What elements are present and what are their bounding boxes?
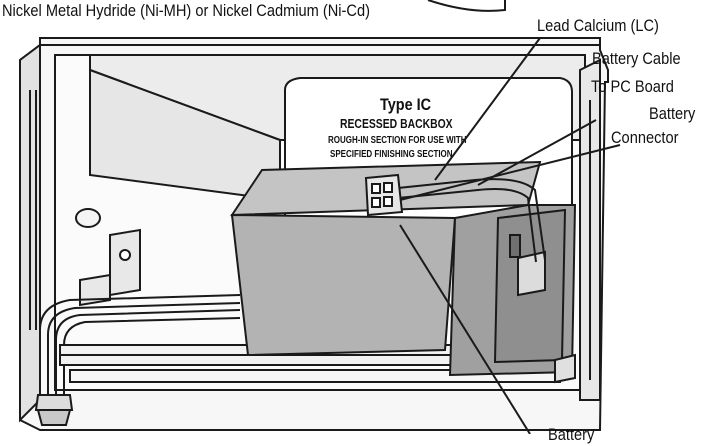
callout-battery-word: Battery — [649, 104, 696, 123]
cable-end-connector — [34, 394, 74, 426]
callout-battery-bottom: Battery — [548, 425, 595, 444]
mounting-bracket — [75, 208, 141, 307]
leader-battery-cable — [477, 119, 597, 186]
backbox-diagram: Type IC RECESSED BACKBOX ROUGH-IN SECTIO… — [19, 0, 621, 434]
battery-front-face — [230, 213, 457, 357]
leader-lines — [399, 37, 621, 434]
callout-battery-cable: Battery Cable — [592, 49, 681, 68]
callout-connector: Connector — [611, 128, 679, 147]
label-type: Type IC — [380, 96, 431, 114]
callout-battery-types: Nickel Metal Hydride (Ni-MH) or Nickel C… — [2, 1, 370, 20]
callout-to-pc-board: To PC Board — [591, 77, 674, 96]
label-specified: SPECIFIED FINISHING SECTION — [330, 148, 453, 159]
callout-lead-calcium: Lead Calcium (LC) — [537, 16, 659, 35]
leader-lead-calcium — [434, 37, 541, 181]
battery-connector-plug — [364, 173, 404, 217]
oval-outline — [427, 0, 506, 12]
label-rough-in: ROUGH-IN SECTION FOR USE WITH — [328, 134, 467, 145]
leader-connector — [399, 144, 621, 201]
label-recessed: RECESSED BACKBOX — [340, 117, 453, 131]
leader-battery — [399, 224, 531, 434]
